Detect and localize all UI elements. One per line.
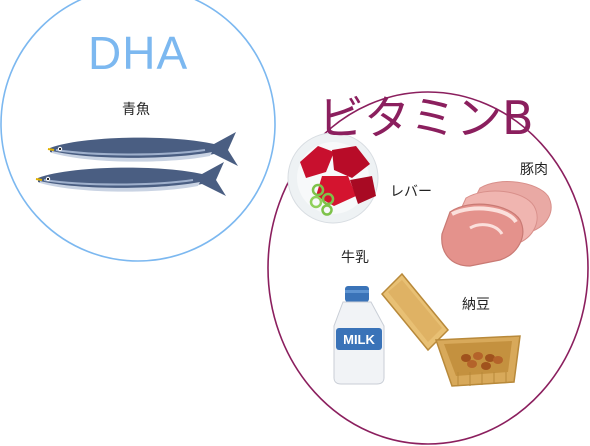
food-label-milk: 牛乳	[341, 250, 369, 266]
vitamin-b-title: ビタミンB	[318, 91, 534, 145]
liver-plate-icon	[287, 132, 379, 224]
food-label-fish: 青魚	[122, 102, 150, 118]
milk-bottle-icon: MILK	[333, 286, 385, 385]
dha-title: DHA	[88, 27, 189, 79]
saury-fish-icon	[35, 132, 238, 196]
pork-meat-icon	[441, 181, 552, 267]
food-label-liver: レバー	[390, 184, 432, 200]
vitamin-b-ellipse	[267, 91, 589, 445]
food-label-natto: 納豆	[462, 297, 490, 313]
natto-pack-icon	[380, 272, 521, 387]
milk-carton-text: MILK	[343, 332, 375, 347]
food-label-pork: 豚肉	[520, 162, 548, 178]
dha-circle	[0, 0, 276, 262]
